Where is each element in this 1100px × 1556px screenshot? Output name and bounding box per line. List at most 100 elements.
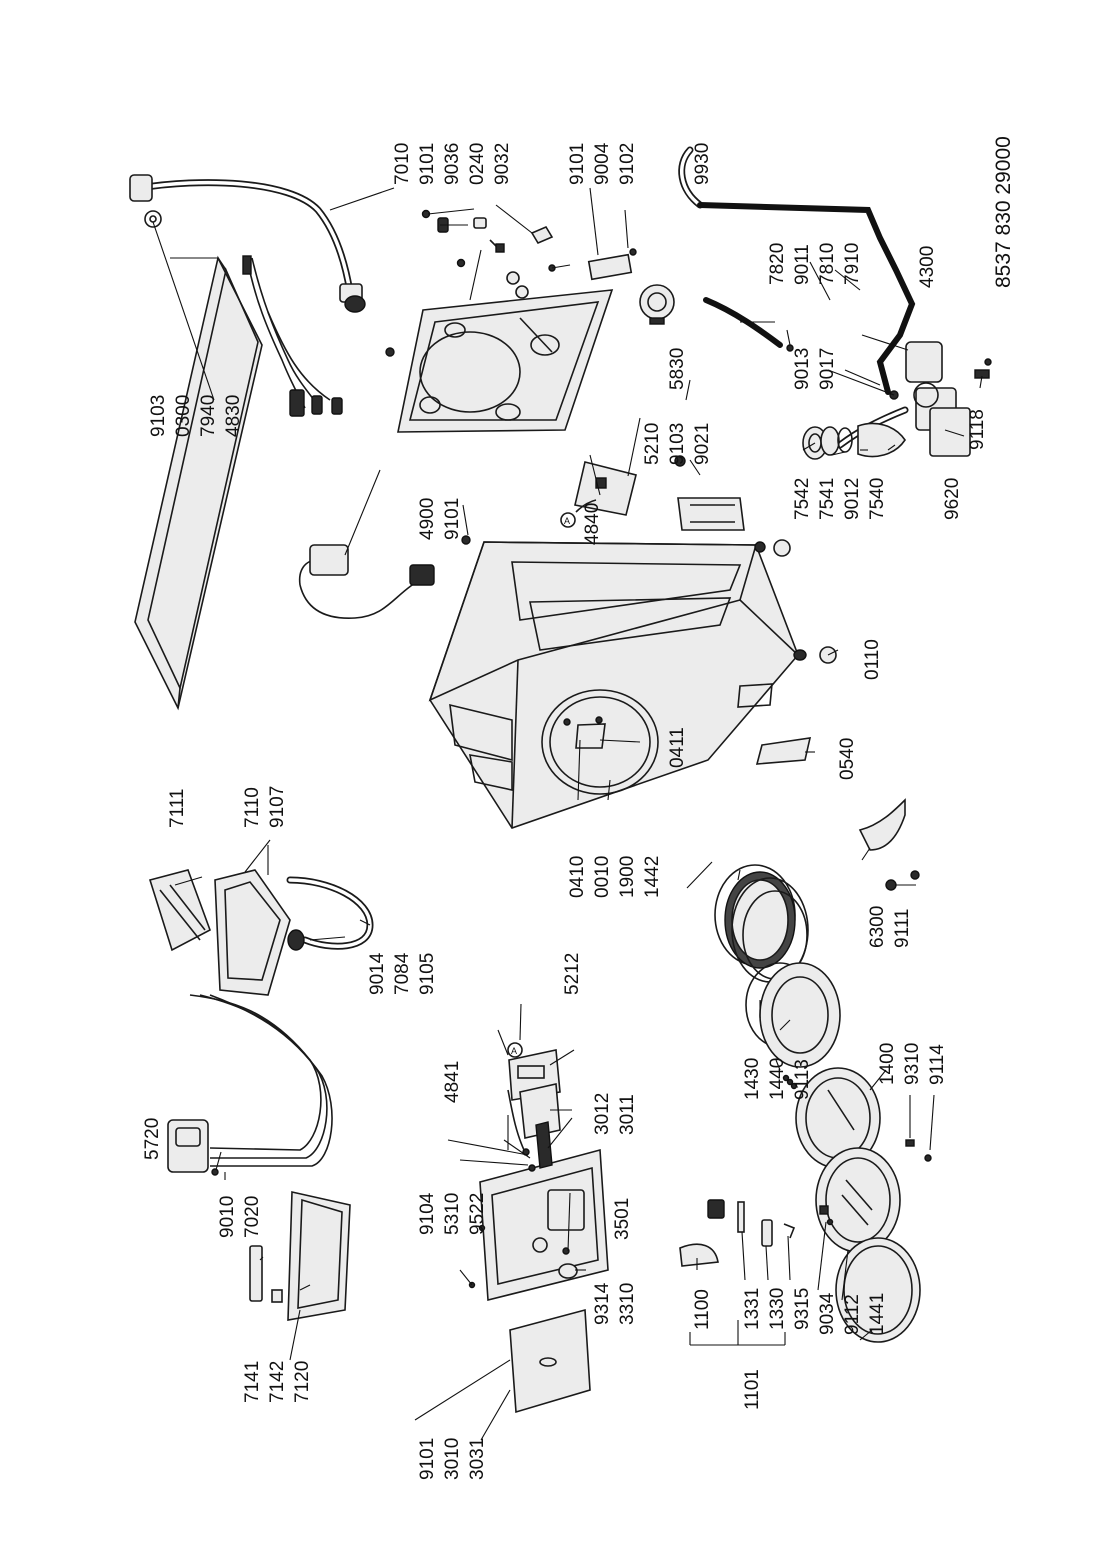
part-labels: 9103 0300 7940 4830 7010 9101 9036 0240 … [142,136,1015,1480]
label-5310: 5310 [442,1193,463,1235]
label-7010: 7010 [392,143,413,185]
label-9315: 9315 [792,1288,813,1330]
label-7542: 7542 [792,478,813,520]
label-0240: 0240 [467,143,488,185]
label-7820: 7820 [767,243,788,285]
label-7111: 7111 [167,789,188,828]
label-7120: 7120 [292,1361,313,1403]
dispenser-drawing [148,869,374,996]
label-9101-panel: 9101 [417,1438,438,1480]
label-7142: 7142 [267,1361,288,1403]
inlet-hose-drawing [129,174,366,313]
label-0410: 0410 [567,856,588,898]
rear-fasteners-drawing [385,209,637,357]
label-9101-cable: 9101 [442,498,463,540]
label-1441: 1441 [867,1293,888,1335]
label-9104: 9104 [417,1192,438,1235]
label-1440: 1440 [767,1058,788,1100]
label-9112: 9112 [842,1294,863,1335]
label-7540: 7540 [867,478,888,520]
label-7940: 7940 [198,395,219,437]
label-1400: 1400 [877,1043,898,1085]
label-9113: 9113 [792,1059,813,1100]
label-9101-bracket: 9101 [567,143,588,185]
label-0300: 0300 [173,395,194,437]
label-3012: 3012 [592,1093,613,1135]
document-number: 8537 830 29000 [992,136,1015,288]
svg-text:A: A [511,1046,517,1056]
label-7084: 7084 [392,952,413,995]
label-9314: 9314 [592,1282,613,1325]
label-0110: 0110 [862,639,883,680]
label-9013: 9013 [792,348,813,390]
label-9010: 9010 [217,1196,238,1238]
label-7810: 7810 [817,243,838,285]
label-1330: 1330 [767,1288,788,1330]
label-0540: 0540 [837,738,858,780]
label-7110: 7110 [242,787,263,828]
cabinet-drawing [428,539,837,829]
mains-cable-drawing [298,535,471,619]
label-9114: 9114 [927,1044,948,1085]
drain-pump-drawing [836,341,992,457]
label-0010: 0010 [592,856,613,898]
label-6300: 6300 [867,906,888,948]
label-1900: 1900 [617,856,638,898]
label-1100: 1100 [692,1289,713,1330]
label-9930: 9930 [692,143,713,185]
label-5210: 5210 [642,423,663,465]
label-7910: 7910 [842,243,863,285]
label-4830: 4830 [223,395,244,437]
label-9012: 9012 [842,478,863,520]
svg-text:A: A [564,516,570,526]
door-assembly-drawing [745,962,932,1343]
label-9620: 9620 [942,478,963,520]
label-4841: 4841 [442,1061,463,1103]
label-1331: 1331 [742,1288,763,1330]
door-hinge-drawing [858,798,920,891]
label-5830: 5830 [667,348,688,390]
label-7141: 7141 [242,1361,263,1403]
label-3310: 3310 [617,1283,638,1325]
module-drawing [677,497,745,531]
label-9014: 9014 [367,952,388,995]
label-9103-mid: 9103 [667,423,688,465]
label-5212: 5212 [562,953,583,995]
service-flap-drawing [755,737,812,765]
label-4840: 4840 [582,503,603,545]
control-panel-drawing: A [468,1042,609,1414]
label-3501: 3501 [612,1198,633,1240]
wiring-harness-drawing [242,255,343,417]
label-0411: 0411 [667,727,688,768]
label-1101: 1101 [742,1369,763,1410]
label-9101-top: 9101 [417,143,438,185]
inlet-valve-drawing [167,994,333,1176]
label-9034: 9034 [817,1292,838,1335]
label-1430: 1430 [742,1058,763,1100]
detergent-drawer-drawing [249,1191,351,1321]
label-1442: 1442 [642,856,663,898]
label-9011: 9011 [792,244,813,285]
pressure-switch-drawing [639,284,794,352]
label-4300: 4300 [917,246,938,288]
label-9107: 9107 [267,786,288,828]
label-9105: 9105 [417,953,438,995]
label-4900: 4900 [417,498,438,540]
label-9310: 9310 [902,1043,923,1085]
label-3031: 3031 [467,1438,488,1480]
label-7020: 7020 [242,1196,263,1238]
worktop-drawing [134,255,263,711]
label-9021: 9021 [692,423,713,465]
leader-lines [152,187,983,1441]
label-9118: 9118 [967,409,988,450]
label-9004: 9004 [592,142,613,185]
label-5720: 5720 [142,1118,163,1160]
drain-hose-drawing [678,146,916,395]
label-9111: 9111 [892,909,913,948]
label-9036: 9036 [442,143,463,185]
label-9017: 9017 [817,348,838,390]
label-3011: 3011 [617,1094,638,1135]
label-7541: 7541 [817,478,838,520]
door-handle-drawing [679,1199,834,1267]
sump-parts-drawing [802,422,906,460]
